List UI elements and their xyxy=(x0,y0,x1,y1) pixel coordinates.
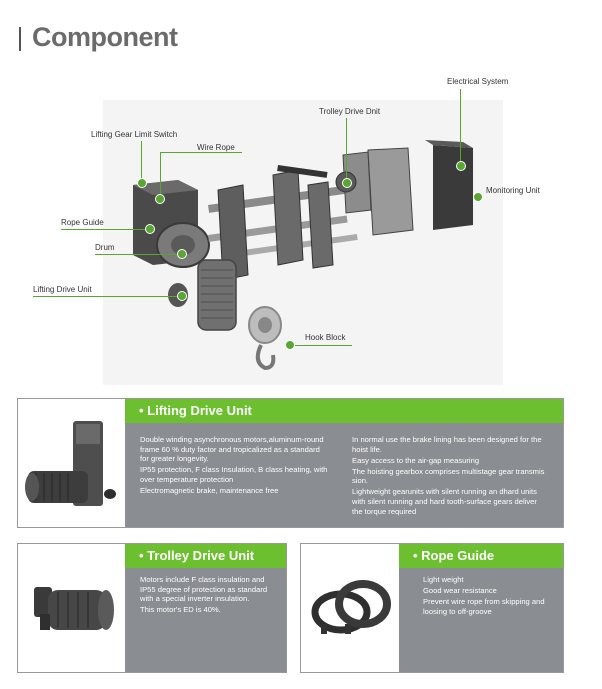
callout-monitoring-unit: Monitoring Unit xyxy=(486,186,540,195)
title-accent-bar xyxy=(19,27,21,51)
marker-drum xyxy=(177,249,187,259)
trolley-drive-text: This motor's ED is 40%. xyxy=(140,605,221,615)
lifting-drive-unit-col2: In normal use the brake lining has been … xyxy=(352,435,547,518)
lifting-drive-text: Lightweight gearunits with silent runnin… xyxy=(352,487,537,516)
callout-trolley-drive-unit: Trolley Drive Dnit xyxy=(319,107,381,116)
lifting-drive-unit-photo xyxy=(18,399,125,527)
callout-drum: Drum xyxy=(95,243,115,252)
lifting-drive-text: Easy access to the air-gap measuring xyxy=(352,455,480,465)
trolley-drive-unit-photo xyxy=(18,544,125,672)
rope-guide-line: Light weight xyxy=(423,575,464,584)
trolley-drive-unit-heading: • Trolley Drive Unit xyxy=(125,544,286,568)
lifting-drive-text: Double winding asynchronous motors,alumi… xyxy=(140,435,324,464)
lifting-drive-unit-heading: • Lifting Drive Unit xyxy=(125,399,563,423)
marker-monitoring-unit xyxy=(473,192,483,202)
rope-guide-panel: • Rope Guide Light weight Good wear resi… xyxy=(399,544,563,672)
marker-lifting-drive-unit xyxy=(177,291,187,301)
trolley-drive-unit-image xyxy=(34,587,114,630)
rope-guide-photo xyxy=(301,544,399,672)
marker-lifting-gear-limit-switch xyxy=(137,178,147,188)
marker-hook-block xyxy=(285,340,295,350)
rope-guide-text: Light weight Good wear resistance Preven… xyxy=(423,575,555,618)
rope-guide-card: • Rope Guide Light weight Good wear resi… xyxy=(300,543,564,673)
leader-lifting-drive-unit xyxy=(33,296,181,297)
trolley-drive-unit-panel: • Trolley Drive Unit Motors include F cl… xyxy=(125,544,286,672)
leader-hook-block xyxy=(290,345,352,346)
leader-drum xyxy=(95,254,180,255)
page-title: Component xyxy=(32,22,178,52)
leader-wire-rope-v xyxy=(160,152,161,197)
lifting-drive-unit-col1: Double winding asynchronous motors,alumi… xyxy=(140,435,330,497)
trolley-drive-unit-text: Motors include F class insulation and IP… xyxy=(140,575,278,616)
lifting-drive-text: The hoisting gearbox comprises multistag… xyxy=(352,466,545,486)
rope-guide-heading: • Rope Guide xyxy=(399,544,563,568)
callout-wire-rope: Wire Rope xyxy=(197,143,235,152)
marker-trolley-drive-unit xyxy=(342,178,352,188)
marker-wire-rope xyxy=(155,194,165,204)
lifting-drive-text: IP55 protection, F class Insulation, B c… xyxy=(140,465,328,484)
leader-wire-rope-h xyxy=(160,152,242,153)
hoist-illustration xyxy=(133,140,473,371)
callout-hook-block: Hook Block xyxy=(305,333,346,342)
leader-trolley-drive-unit xyxy=(346,118,347,180)
lifting-drive-unit-image xyxy=(25,421,116,506)
trolley-drive-text: Motors include F class insulation and IP… xyxy=(140,575,268,604)
callout-electrical-system: Electrical System xyxy=(447,77,509,86)
lifting-drive-unit-panel: • Lifting Drive Unit Double winding asyn… xyxy=(125,399,563,527)
rope-guide-image xyxy=(311,580,391,634)
rope-guide-line: Good wear resistance xyxy=(423,586,497,596)
leader-electrical-system xyxy=(460,89,461,164)
lifting-drive-text: In normal use the brake lining has been … xyxy=(352,435,542,454)
leader-lifting-gear-limit-switch xyxy=(141,141,142,181)
callout-lifting-drive-unit: Lifting Drive Unit xyxy=(33,285,92,294)
callout-lifting-gear-limit-switch: Lifting Gear Limit Switch xyxy=(91,130,178,139)
marker-rope-guide xyxy=(145,224,155,234)
marker-electrical-system xyxy=(456,161,466,171)
rope-guide-line: Prevent wire rope from skipping and loos… xyxy=(423,597,545,616)
trolley-drive-unit-card: • Trolley Drive Unit Motors include F cl… xyxy=(17,543,287,673)
callout-rope-guide: Rope Guide xyxy=(61,218,104,227)
lifting-drive-text: Electromagnetic brake, maintenance free xyxy=(140,485,279,495)
leader-rope-guide xyxy=(61,229,149,230)
lifting-drive-unit-card: • Lifting Drive Unit Double winding asyn… xyxy=(17,398,564,528)
hoist-exploded-diagram xyxy=(103,100,503,385)
